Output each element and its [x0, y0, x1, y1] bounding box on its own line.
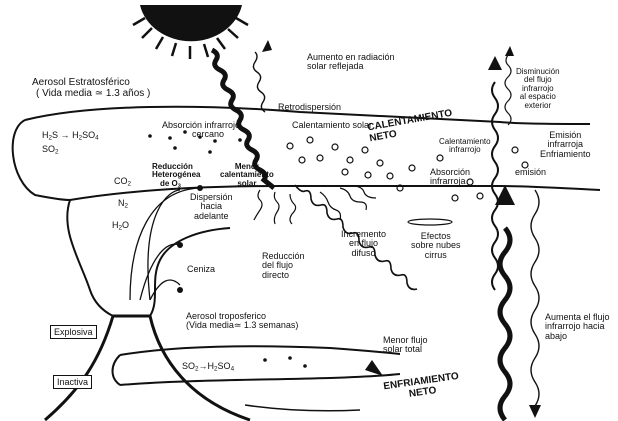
tropospheric-layer-outline [113, 346, 401, 385]
cirrus-cloud [408, 219, 452, 225]
arrowhead [505, 46, 514, 56]
label-co2: CO2 [114, 177, 131, 188]
aerosol-droplets [287, 137, 528, 201]
label-aerosol-estratosferico: Aerosol Estratosférico( Vida media ≃ 1.3… [32, 78, 150, 99]
label-emision: emisión [515, 168, 546, 177]
label-so2: SO2 [42, 145, 59, 156]
label-retrodispersion: Retrodispersión [278, 103, 341, 112]
label-explosiva: Explosiva [50, 325, 97, 339]
arrowhead [488, 56, 502, 70]
infrared-emission-arrow [505, 55, 511, 125]
sun [133, 5, 248, 59]
downward-infrared-arrow [531, 190, 539, 406]
label-h2o: H2O [112, 221, 129, 232]
arrowhead [529, 405, 541, 418]
ground-line [245, 405, 360, 411]
label-calentamiento-solar: Calentamiento solar [292, 121, 372, 130]
upward-infrared-arrow [500, 228, 510, 420]
arrowhead [262, 40, 272, 52]
arrowhead [365, 360, 383, 376]
label-reaccion-troposfera: SO2→H2SO4 [182, 362, 234, 373]
label-aerosol-troposferico: Aerosol troposferico(Vida media≃ 1.3 sem… [186, 312, 298, 331]
label-inactiva: Inactiva [53, 375, 92, 389]
label-ceniza: Ceniza [187, 265, 215, 274]
label-n2: N2 [118, 199, 128, 210]
arrowhead [495, 185, 515, 205]
reflected-radiation-arrow [253, 52, 265, 112]
label-reaccion-h2s: H2S → H2SO4 [42, 131, 99, 142]
